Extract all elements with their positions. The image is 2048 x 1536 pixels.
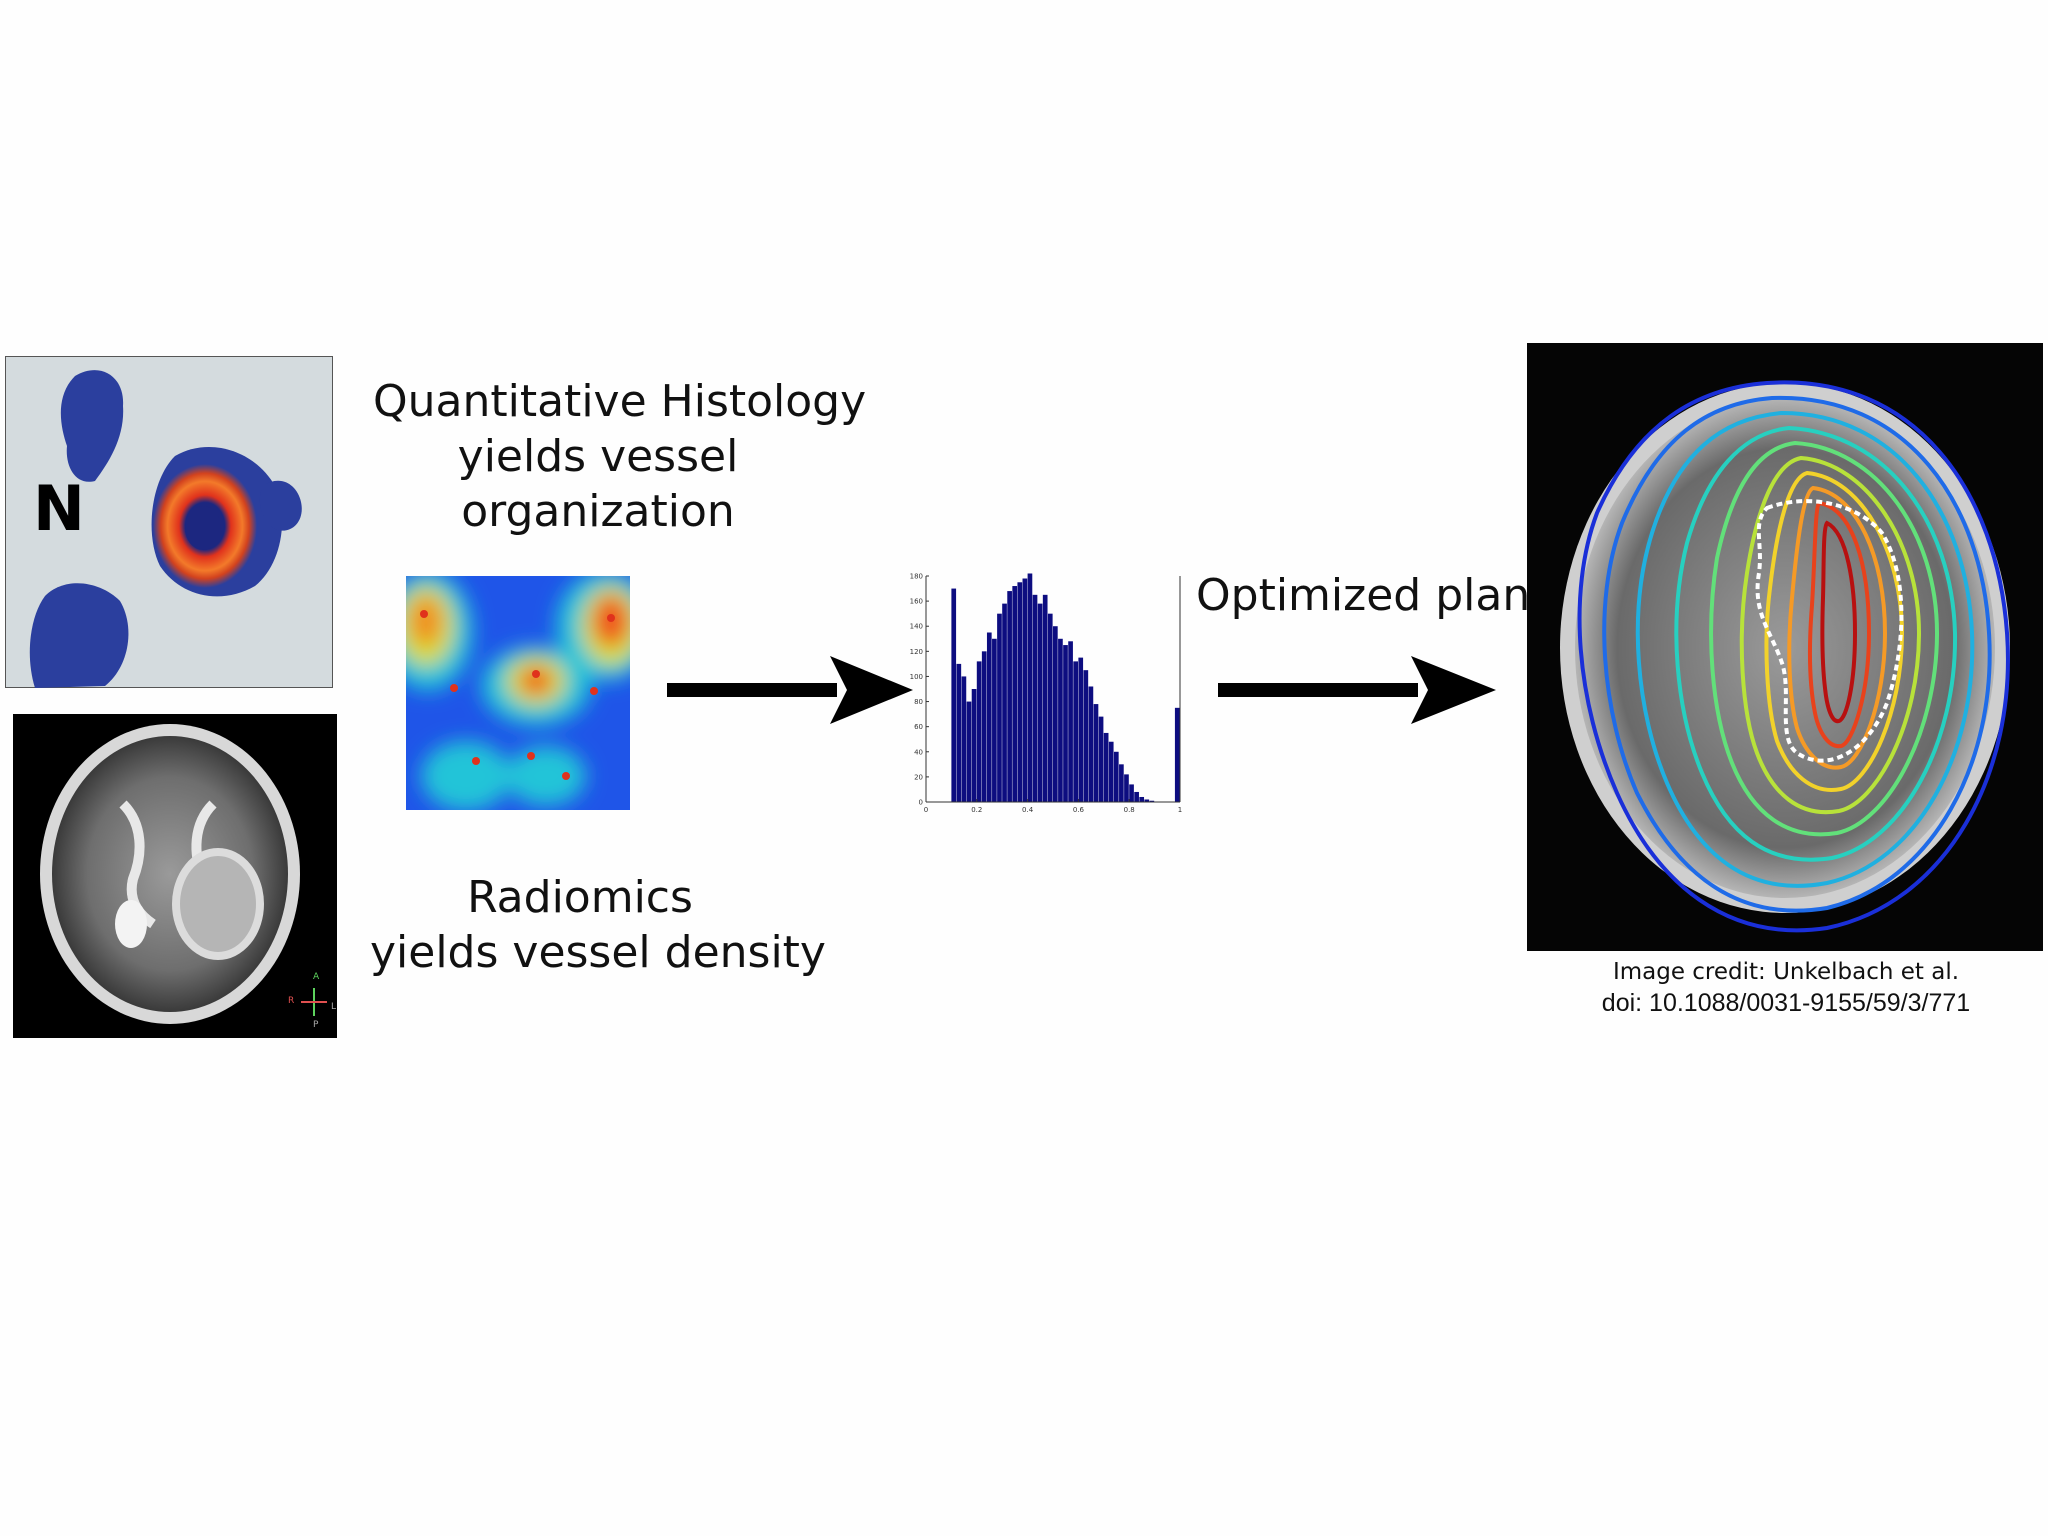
- histogram-bar: [1124, 774, 1129, 802]
- y-tick-label: 40: [914, 748, 923, 756]
- histogram-bar: [1022, 578, 1028, 802]
- x-tick-label: 1: [1178, 806, 1182, 814]
- y-tick-label: 160: [910, 598, 923, 606]
- histogram-bar: [997, 613, 1002, 802]
- histogram-bar: [961, 676, 967, 802]
- y-tick-label: 80: [914, 698, 923, 706]
- histogram-bar: [1078, 657, 1084, 802]
- histogram-bar: [992, 638, 997, 802]
- histogram-bar: [1037, 603, 1043, 802]
- image-credit-line1: Image credit: Unkelbach et al.: [1612, 959, 1960, 985]
- histology-image: N: [5, 356, 333, 688]
- histogram-bar: [1083, 670, 1089, 802]
- histogram-bar: [1073, 661, 1078, 802]
- histogram-bar: [1012, 586, 1018, 802]
- x-tick-label: 0: [924, 806, 928, 814]
- histogram-bar: [1108, 741, 1114, 802]
- x-tick-label: 0.6: [1073, 806, 1085, 814]
- x-tick-label: 0.4: [1022, 806, 1034, 814]
- histogram-bar: [966, 701, 972, 802]
- histogram-bar: [1047, 613, 1053, 802]
- histogram-bar: [986, 632, 992, 802]
- histogram-bar: [1093, 704, 1099, 802]
- histogram-bar: [981, 651, 987, 802]
- histogram-bar: [1068, 641, 1073, 802]
- orientation-label-posterior: P: [313, 1020, 319, 1030]
- y-tick-label: 140: [910, 623, 923, 631]
- orientation-label-left: L: [331, 1002, 337, 1012]
- orientation-label-anterior: A: [313, 972, 320, 982]
- histogram-bar: [951, 588, 957, 802]
- histogram-bar: [1098, 716, 1104, 802]
- vessel-density-heatmap: [406, 576, 630, 810]
- radiomics-caption-line2: yields vessel density: [370, 927, 826, 978]
- y-tick-label: 120: [910, 648, 923, 656]
- histogram-bar: [971, 689, 977, 802]
- histogram-bar: [1149, 800, 1155, 802]
- histogram-bar: [1088, 686, 1094, 802]
- y-tick-label: 20: [914, 773, 923, 781]
- histogram-chart: 0 20 40 60 80 100 120 140 160 180 0 0.2 0.4 0.6 0.8 1: [900, 560, 1190, 818]
- arrow-right-icon: [1218, 656, 1496, 724]
- orientation-label-right: R: [288, 996, 295, 1006]
- radiomics-caption-line1: Radiomics: [467, 872, 693, 923]
- histology-caption-line2: yields vessel: [457, 431, 739, 482]
- histogram-bar: [1134, 791, 1139, 802]
- histogram-bar: [956, 663, 962, 802]
- histogram-bar: [1007, 591, 1012, 802]
- arrow-right-icon: [667, 656, 913, 724]
- optimized-plan-label: Optimized plan: [1196, 570, 1531, 621]
- histology-caption: Quantitative Histology yields vessel org…: [373, 374, 867, 539]
- histogram-bar: [976, 661, 982, 802]
- x-tick-label: 0.8: [1124, 806, 1135, 814]
- histogram-bar: [1103, 732, 1109, 802]
- histogram-bar: [1174, 707, 1180, 802]
- mri-image: A R L P: [13, 714, 337, 1038]
- histogram-bar: [1063, 645, 1068, 802]
- image-credit: Image credit: Unkelbach et al. doi: 10.1…: [1530, 957, 2042, 1019]
- histogram-bar: [1032, 594, 1038, 802]
- histogram-bar: [1017, 582, 1023, 802]
- histology-caption-line3: organization: [461, 486, 735, 537]
- histology-caption-line1: Quantitative Histology: [373, 376, 867, 427]
- histogram-bar: [1139, 796, 1145, 802]
- histogram-bar: [1129, 784, 1134, 802]
- histogram-bar: [1058, 638, 1063, 802]
- histogram-bar: [1144, 799, 1150, 802]
- histogram-bar: [1002, 603, 1007, 802]
- dose-plan-image: [1527, 343, 2043, 951]
- histogram-bar: [1042, 594, 1048, 802]
- y-tick-label: 60: [914, 723, 923, 731]
- image-credit-line2: doi: 10.1088/0031-9155/59/3/771: [1601, 989, 1971, 1017]
- histogram-bar: [1053, 626, 1058, 802]
- y-tick-label: 0: [919, 799, 923, 807]
- histogram-bar: [1027, 573, 1033, 802]
- y-tick-label: 100: [910, 673, 923, 681]
- x-tick-label: 0.2: [971, 806, 982, 814]
- radiomics-caption: Radiomics yields vessel density: [370, 870, 826, 980]
- y-tick-label: 180: [910, 573, 923, 581]
- histology-marker-letter: N: [33, 472, 85, 545]
- histogram-bar: [1113, 751, 1119, 802]
- histogram-bar: [1119, 764, 1124, 802]
- orientation-crosshair-icon: [301, 988, 327, 1016]
